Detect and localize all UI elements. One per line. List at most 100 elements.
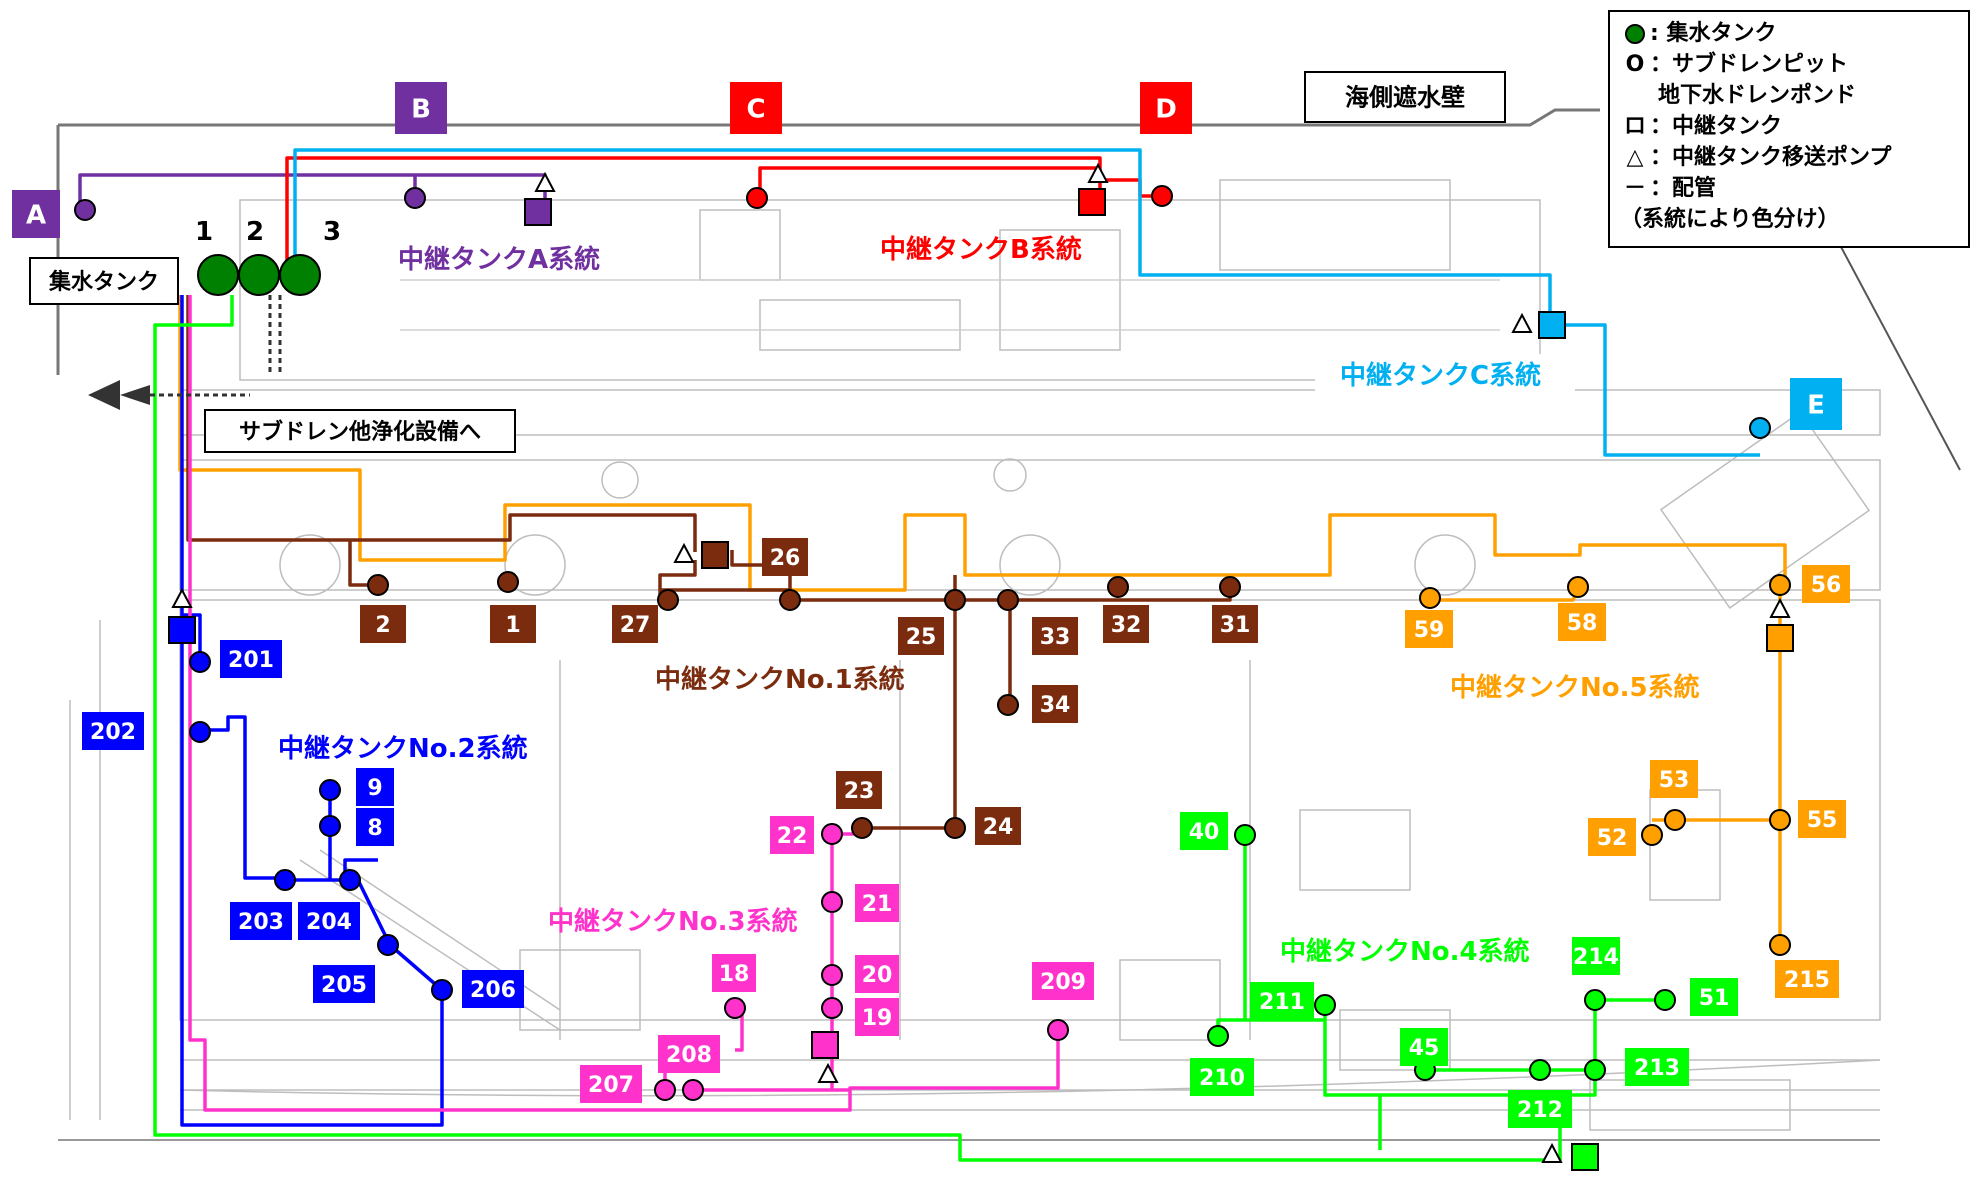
system-no4-title: 中継タンクNo.4系統 [1280, 936, 1530, 967]
legend-circle-symbol: O [1625, 52, 1645, 77]
tag-green-4: 45 [1400, 1028, 1448, 1066]
tag-green-1: 40 [1180, 812, 1228, 850]
pit-brown-6 [997, 589, 1019, 611]
system-A-title: 中継タンクA系統 [398, 244, 600, 275]
svg-text:52: 52 [1597, 826, 1628, 851]
tag-magenta-2: 21 [855, 884, 899, 922]
pump-no4 [1541, 1142, 1563, 1163]
svg-text:27: 27 [620, 613, 651, 638]
pit-orange-7 [1769, 934, 1791, 956]
pump-no3 [817, 1062, 839, 1083]
tag-orange-5: 52 [1588, 818, 1636, 856]
pit-orange-5 [1641, 824, 1663, 846]
tag-orange-6: 55 [1798, 800, 1846, 838]
collection-tank-label: 集水タンク [29, 257, 179, 305]
pit-brown-5 [944, 589, 966, 611]
svg-text:208: 208 [666, 1043, 712, 1068]
svg-text:201: 201 [228, 648, 274, 673]
pump-no5 [1769, 597, 1791, 618]
svg-text:213: 213 [1634, 1056, 1680, 1081]
pipe-extras [88, 295, 282, 410]
pipe-magenta-3 [188, 295, 1060, 1112]
svg-text:34: 34 [1040, 693, 1071, 718]
svg-text:205: 205 [321, 973, 367, 998]
svg-text:19: 19 [862, 1006, 893, 1031]
legend-collection-tank: : 集水タンク [1620, 18, 1958, 49]
svg-text:55: 55 [1807, 808, 1838, 833]
pit-A [74, 199, 96, 221]
pit-brown-1 [367, 574, 389, 596]
pit-blue-8 [431, 979, 453, 1001]
relay-tank-no4 [1571, 1143, 1599, 1171]
svg-text:211: 211 [1259, 990, 1305, 1015]
svg-text:40: 40 [1189, 820, 1220, 845]
svg-text:A: A [26, 200, 46, 230]
legend-box: : 集水タンク O ：サブドレンピット 地下水ドレンポンド ロ ：中継タンク △… [1608, 10, 1970, 248]
pit-brown-8 [1219, 576, 1241, 598]
pit-green-3 [1207, 1025, 1229, 1047]
system-no3-title: 中継タンクNo.3系統 [548, 906, 798, 937]
svg-text:58: 58 [1567, 611, 1598, 636]
tag-magenta-1: 22 [770, 816, 814, 854]
svg-text:33: 33 [1040, 625, 1071, 650]
pump-A [534, 171, 556, 192]
svg-text:31: 31 [1220, 613, 1251, 638]
tag-blue-2: 202 [82, 712, 144, 750]
tag-blue-1: 201 [220, 640, 282, 678]
tag-brown-7: 32 [1103, 605, 1149, 643]
svg-text:集水タンク: 集水タンク [48, 269, 159, 295]
tag-brown-3: 27 [612, 605, 658, 643]
legend-transfer-pump: △ ：中継タンク移送ポンプ [1620, 142, 1958, 173]
relay-tank-A [524, 198, 552, 226]
svg-text:32: 32 [1111, 613, 1142, 638]
svg-text:209: 209 [1040, 970, 1086, 995]
svg-text:22: 22 [777, 824, 808, 849]
svg-text:206: 206 [470, 978, 516, 1003]
svg-text:214: 214 [1573, 945, 1619, 970]
pit-brown-10 [851, 817, 873, 839]
system-B-title: 中継タンクB系統 [880, 234, 1082, 265]
pit-green-6 [1584, 1059, 1606, 1081]
svg-text:2: 2 [375, 613, 390, 638]
green-circle-icon [1620, 23, 1650, 45]
pump-C [1511, 312, 1533, 333]
tag-brown-6: 33 [1032, 617, 1078, 655]
pump-B [1087, 162, 1109, 183]
svg-text:海側遮水壁: 海側遮水壁 [1345, 84, 1465, 112]
svg-text:9: 9 [367, 776, 382, 801]
pit-E [1749, 417, 1771, 439]
tag-magenta-6: 208 [658, 1035, 720, 1073]
pit-magenta-2 [821, 891, 843, 913]
tag-orange-1: 59 [1405, 610, 1453, 648]
tag-orange-7: 215 [1775, 960, 1839, 998]
tag-brown-9: 34 [1032, 685, 1078, 723]
pit-green-7 [1584, 989, 1606, 1011]
pit-green-5 [1529, 1059, 1551, 1081]
pit-blue-2 [189, 721, 211, 743]
svg-text:21: 21 [862, 892, 893, 917]
tag-orange-3: 56 [1802, 565, 1850, 603]
pit-blue-5 [274, 869, 296, 891]
svg-text:26: 26 [770, 546, 801, 571]
svg-text:202: 202 [90, 720, 136, 745]
pit-brown-9 [997, 694, 1019, 716]
pit-green-8 [1654, 989, 1676, 1011]
area-tag-D: D [1140, 82, 1192, 134]
area-tag-E: E [1790, 378, 1842, 430]
system-no1-title: 中継タンクNo.1系統 [655, 664, 905, 695]
svg-text:8: 8 [367, 816, 382, 841]
tag-brown-1: 2 [360, 605, 406, 643]
pit-orange-2 [1567, 576, 1589, 598]
arrow-left-icon [88, 380, 120, 410]
svg-text:C: C [746, 94, 765, 124]
system-no2-title: 中継タンクNo.2系統 [278, 733, 528, 764]
legend-relay-tank: ロ ：中継タンク [1620, 111, 1958, 142]
pipe-A-system [78, 173, 547, 212]
pit-magenta-3 [821, 964, 843, 986]
pit-blue-3 [319, 779, 341, 801]
pit-magenta-1 [821, 823, 843, 845]
pit-magenta-6 [654, 1079, 676, 1101]
